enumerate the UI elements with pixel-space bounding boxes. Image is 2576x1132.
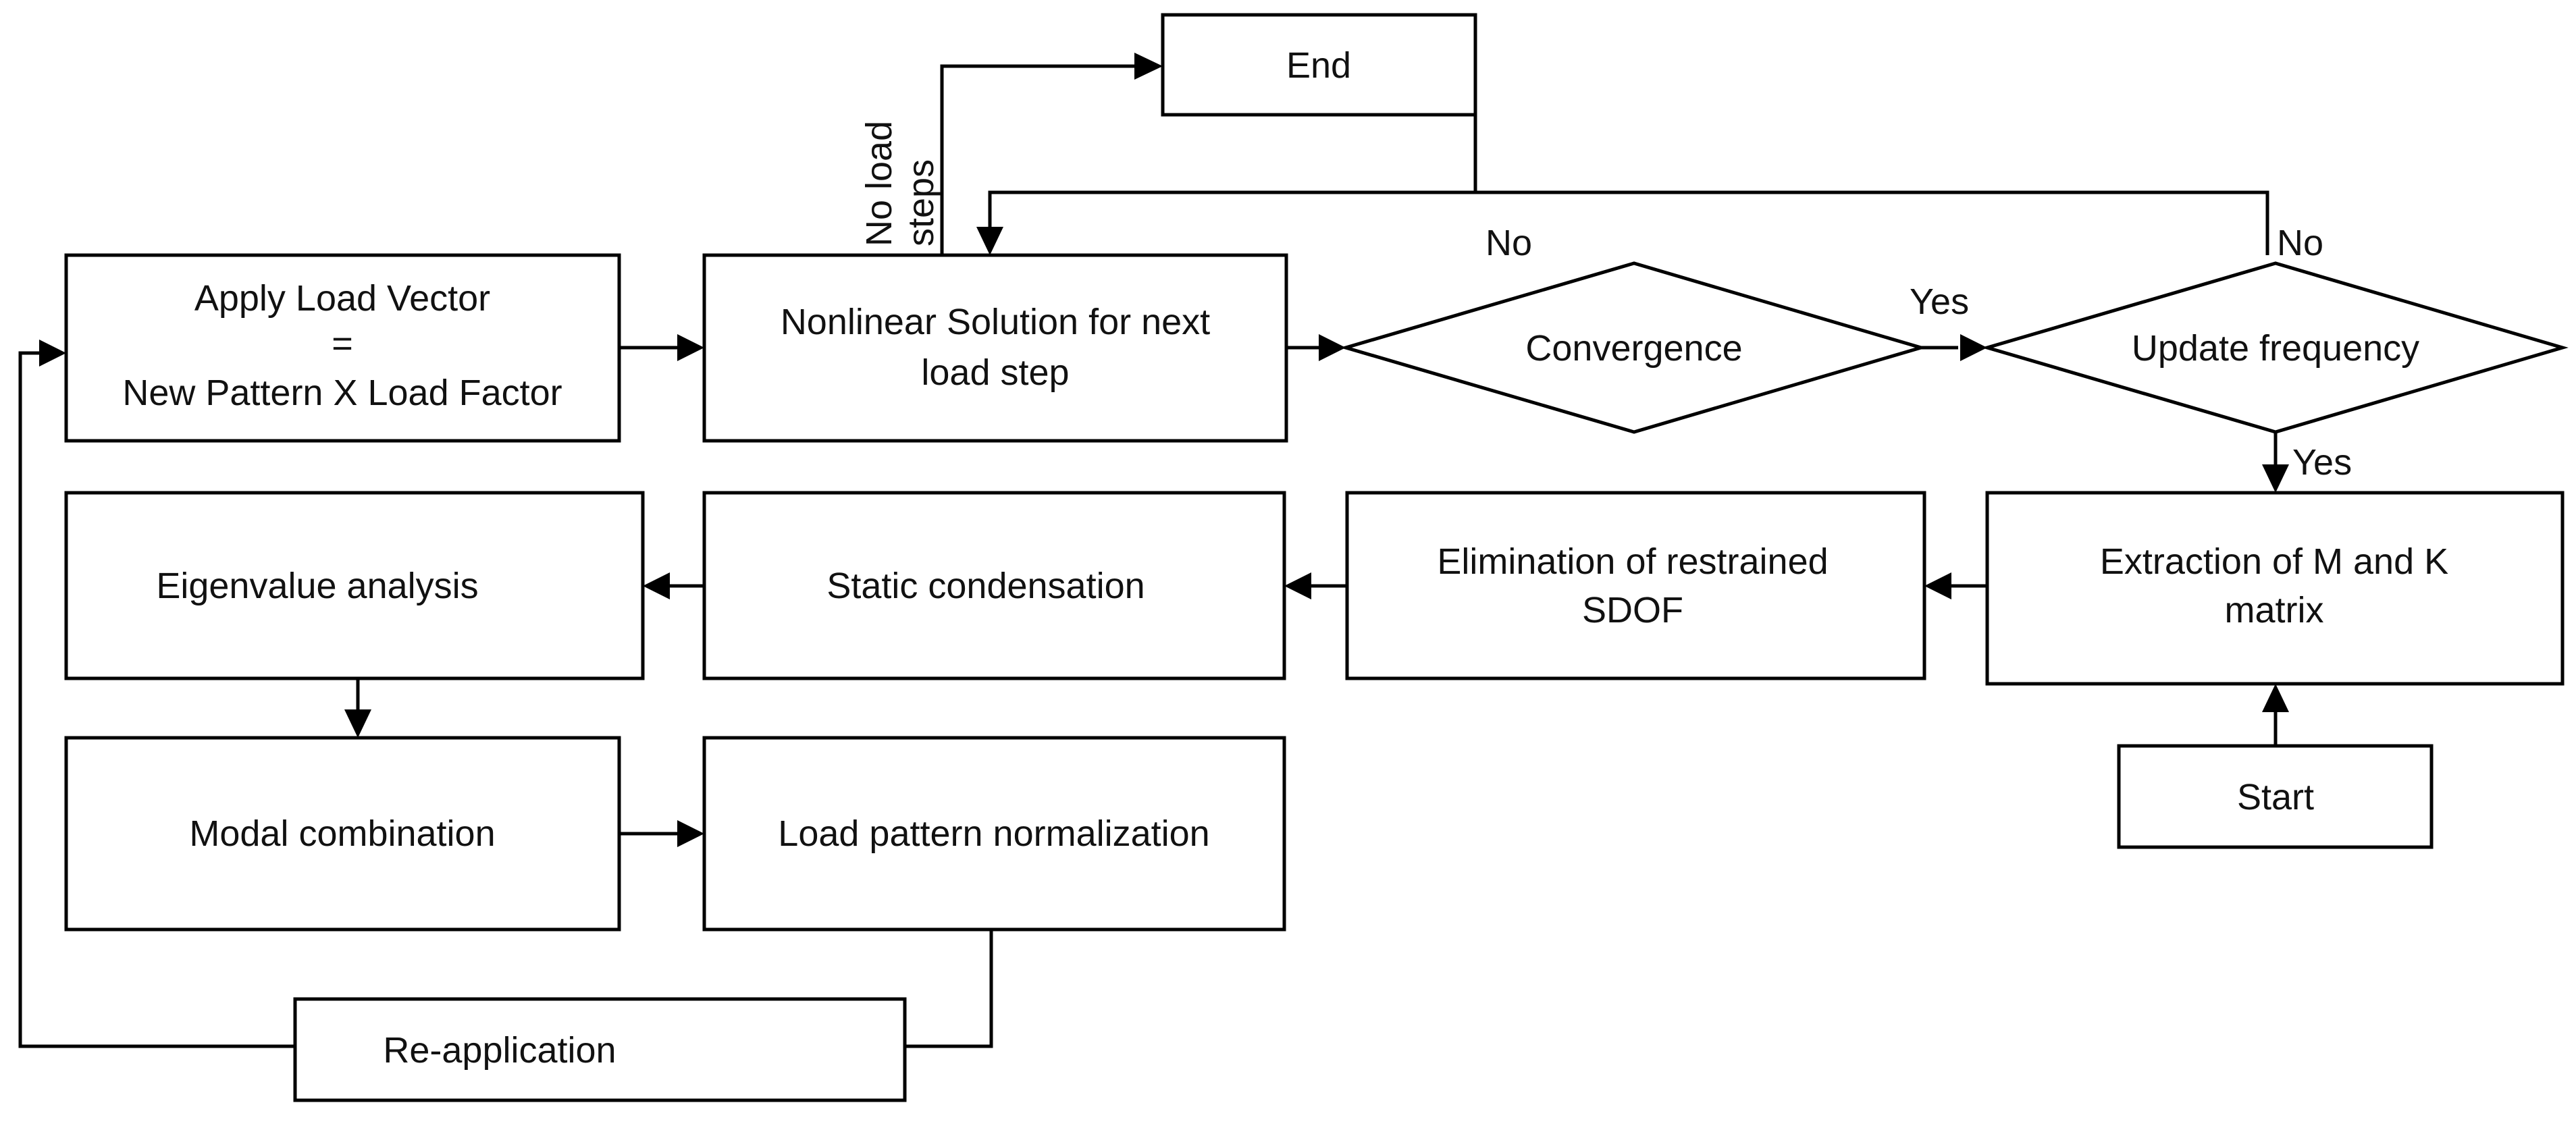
connector-end-loop	[988, 66, 1477, 230]
nonlinear-solution-box: Nonlinear Solution for next load step	[702, 253, 1288, 443]
extraction-label-line2: matrix	[2225, 590, 2324, 630]
connector-nonlinear-to-end	[940, 64, 1138, 255]
update-frequency-yes-label: Yes	[2292, 442, 2352, 483]
convergence-yes-label: Yes	[1910, 281, 1969, 322]
extraction-label-line1: Extraction of M and K	[2100, 541, 2448, 582]
apply-load-vector-label-line2: =	[332, 323, 353, 364]
no-load-steps-label-line1: No load	[859, 121, 899, 246]
arrowhead-loadpattern	[677, 820, 704, 847]
end-label: End	[1286, 45, 1351, 86]
modal-combination-label: Modal combination	[189, 813, 495, 854]
nonlinear-solution-label-line1: Nonlinear Solution for next	[781, 302, 1210, 342]
arrowhead-apply	[39, 340, 66, 367]
no-load-steps-label-line2: steps	[901, 159, 941, 246]
eigenvalue-analysis-box: Eigenvalue analysis	[64, 491, 645, 680]
convergence-label: Convergence	[1525, 328, 1742, 369]
arrowhead-update	[1960, 334, 1987, 361]
elimination-label-line1: Elimination of restrained	[1437, 541, 1828, 582]
arrowhead-convergence	[1319, 334, 1346, 361]
load-pattern-normalization-label: Load pattern normalization	[778, 813, 1209, 854]
update-frequency-label: Update frequency	[2132, 328, 2419, 369]
arrowhead-end	[1134, 53, 1163, 80]
eigenvalue-analysis-label: Eigenvalue analysis	[156, 566, 478, 606]
arrowhead-extraction-bottom	[2262, 684, 2289, 712]
arrowhead-eigenvalue	[643, 572, 670, 599]
convergence-no-label: No	[1486, 223, 1532, 263]
arrowhead-modal	[344, 709, 371, 738]
reapplication-box: Re-application	[293, 997, 907, 1102]
arrowhead-elimination	[1924, 572, 1951, 599]
connector-reapplication-to-apply	[18, 351, 295, 1048]
update-frequency-no-label: No	[2277, 223, 2323, 263]
start-label: Start	[2237, 777, 2314, 817]
static-condensation-label: Static condensation	[826, 566, 1145, 606]
reapplication-label: Re-application	[383, 1030, 616, 1071]
arrowhead-static	[1284, 572, 1311, 599]
arrowhead-nonlinear-left	[677, 334, 704, 361]
end-box: End	[1161, 13, 1477, 117]
connector-update-no	[1475, 190, 2269, 255]
convergence-decision: Convergence	[1340, 261, 1927, 434]
extraction-box: Extraction of M and K matrix	[1985, 491, 2565, 686]
elimination-label-line2: SDOF	[1582, 590, 1683, 630]
update-frequency-decision: Update frequency	[1981, 261, 2569, 434]
apply-load-vector-label-line1: Apply Load Vector	[194, 278, 490, 319]
arrowhead-nonlinear-top	[976, 227, 1003, 255]
no-load-steps-label: No load steps	[859, 121, 941, 246]
connector-loadpattern-to-reapplication	[905, 929, 993, 1048]
arrowhead-extraction-top	[2262, 464, 2289, 493]
load-pattern-normalization-box: Load pattern normalization	[702, 736, 1286, 932]
elimination-box: Elimination of restrained SDOF	[1345, 491, 1926, 680]
apply-load-vector-label-line3: New Pattern X Load Factor	[122, 373, 562, 413]
modal-combination-box: Modal combination	[64, 736, 621, 932]
nonlinear-solution-label-line2: load step	[921, 352, 1069, 393]
static-condensation-box: Static condensation	[702, 491, 1286, 680]
apply-load-vector-box: Apply Load Vector = New Pattern X Load F…	[64, 253, 621, 443]
start-box: Start	[2117, 744, 2434, 849]
